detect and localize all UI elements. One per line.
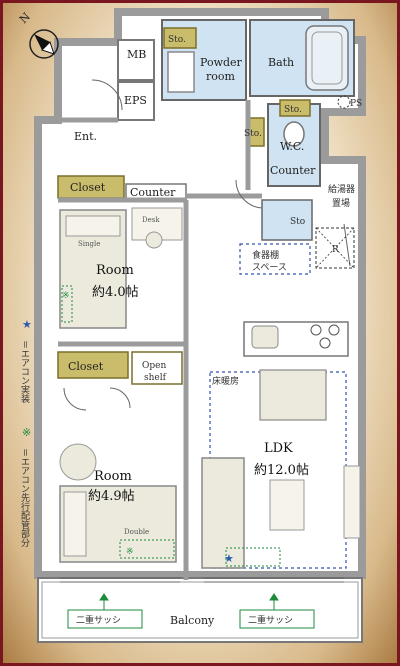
sash-arrows bbox=[99, 593, 279, 610]
stove-icon bbox=[310, 324, 340, 349]
entrance-closet bbox=[57, 175, 125, 199]
eps-label: EPS bbox=[124, 94, 147, 107]
ps-label: PS bbox=[350, 99, 362, 109]
sink-icon bbox=[167, 51, 195, 93]
entrance-closet-label: Closet bbox=[70, 181, 106, 194]
sash-right-label: 二重サッシ bbox=[248, 614, 293, 626]
toilet-icon bbox=[283, 121, 305, 147]
aircon-pipe-mark-room2: ※ bbox=[126, 547, 134, 557]
single-bed-label: Single bbox=[78, 240, 100, 248]
dish-label-2: スペース bbox=[252, 263, 287, 273]
powder-room bbox=[161, 19, 247, 101]
compass-icon bbox=[29, 29, 59, 59]
legend-star-text: ＝エアコン実装 bbox=[19, 340, 30, 404]
dish-cabinet-space bbox=[239, 243, 311, 275]
entrance-label: Ent. bbox=[74, 130, 97, 143]
desk-icon bbox=[131, 207, 183, 241]
kitchen-sink-icon bbox=[251, 325, 279, 349]
storage-blocks bbox=[57, 27, 311, 385]
water-heater-label-1: 給湯器 bbox=[328, 183, 355, 195]
compass-label: N bbox=[17, 10, 33, 26]
plant-icon bbox=[59, 443, 97, 481]
wc-label: W.C. bbox=[280, 140, 304, 153]
powder-room-label-1: Powder bbox=[200, 56, 243, 69]
mb-label: MB bbox=[127, 48, 146, 61]
room1-name: Room bbox=[96, 263, 134, 278]
dish-label-1: 食器棚 bbox=[252, 249, 279, 261]
interior-walls bbox=[58, 100, 262, 580]
room2-name: Room bbox=[94, 469, 132, 484]
wet-areas bbox=[161, 19, 355, 241]
aircon-pipe-mark-room1: ※ bbox=[62, 291, 70, 301]
room-closet-label: Closet bbox=[68, 360, 104, 373]
wc-sto-left-label: Sto. bbox=[244, 129, 262, 139]
room2-size: 約4.9帖 bbox=[88, 489, 135, 504]
legend: ★ ＝エアコン実装 ※ ＝エアコン先行配管部分 bbox=[19, 318, 32, 548]
kitchen-sto-label: Sto bbox=[290, 217, 305, 227]
water-heater-label-2: 置場 bbox=[332, 197, 350, 209]
open-shelf-label-1: Open bbox=[142, 361, 166, 371]
powder-sto-label: Sto. bbox=[168, 35, 186, 45]
sash-box-right bbox=[239, 609, 315, 629]
balcony-area bbox=[37, 577, 363, 643]
floor-heating-area bbox=[209, 371, 347, 569]
bathtub-icon bbox=[305, 25, 349, 91]
aircon-installed-mark: ★ bbox=[224, 552, 234, 565]
ldk-name: LDK bbox=[264, 441, 293, 456]
balcony-windows bbox=[60, 577, 344, 583]
open-shelf-label-2: shelf bbox=[144, 373, 167, 383]
legend-kome-text: ＝エアコン先行配管部分 bbox=[19, 448, 30, 548]
double-bed-icon bbox=[59, 485, 177, 563]
dining-table-icon bbox=[259, 369, 327, 421]
room1-size: 約4.0帖 bbox=[92, 285, 139, 300]
bath-label: Bath bbox=[268, 56, 294, 69]
single-bed-icon bbox=[59, 209, 127, 329]
bath-room bbox=[249, 19, 355, 97]
tv-board-icon bbox=[343, 465, 361, 539]
low-table-icon bbox=[269, 479, 305, 531]
balcony-label: Balcony bbox=[170, 614, 215, 627]
ldk-size: 約12.0帖 bbox=[254, 463, 309, 478]
sash-box-left bbox=[67, 609, 143, 629]
mb-eps-shafts bbox=[117, 39, 155, 121]
entrance-counter-label: Counter bbox=[130, 186, 176, 199]
floor-heating-label: 床暖房 bbox=[212, 375, 239, 387]
open-shelf bbox=[131, 351, 183, 385]
kitchen-counter bbox=[243, 321, 349, 357]
legend-star-symbol: ★ bbox=[22, 318, 32, 331]
sash-left-label: 二重サッシ bbox=[76, 614, 121, 626]
fridge-label: R bbox=[332, 245, 339, 255]
desk-label: Desk bbox=[142, 216, 160, 224]
wc-room bbox=[267, 103, 321, 187]
fridge-space bbox=[315, 227, 355, 269]
kitchen-sto bbox=[261, 199, 313, 241]
wc-counter-label: Counter bbox=[270, 164, 316, 177]
room-closet bbox=[57, 351, 129, 379]
sofa-icon bbox=[201, 457, 245, 569]
double-bed-label: Double bbox=[124, 528, 149, 536]
powder-room-label-2: room bbox=[206, 70, 236, 83]
door-swings bbox=[63, 79, 351, 411]
legend-kome-symbol: ※ bbox=[22, 426, 31, 439]
wc-sto-top-label: Sto. bbox=[284, 105, 302, 115]
ps-shaft bbox=[337, 95, 351, 109]
building-walls bbox=[34, 8, 366, 643]
entrance-counter bbox=[125, 183, 187, 201]
